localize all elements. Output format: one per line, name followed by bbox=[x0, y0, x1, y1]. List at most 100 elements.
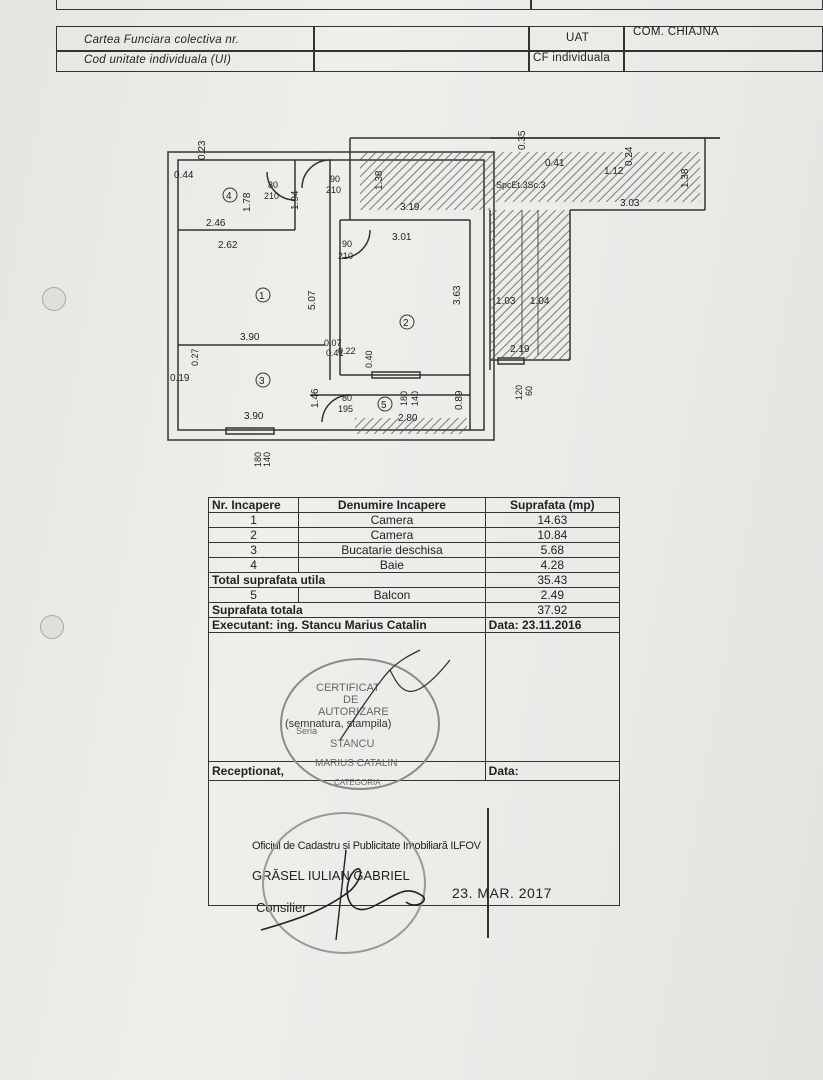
dim-label: 0.44 bbox=[174, 170, 194, 181]
dim-label: 0.22 bbox=[338, 346, 356, 356]
dim-label: 1.94 bbox=[290, 190, 301, 210]
receptionat-date-label: Data: bbox=[484, 761, 621, 781]
dim-label: 2.80 bbox=[398, 413, 418, 424]
dim-label: 210 bbox=[264, 191, 279, 201]
cf-individuala-label: CF individuala bbox=[533, 52, 611, 64]
dim-label: 0.07 bbox=[324, 338, 342, 348]
dim-label: 210 bbox=[338, 251, 353, 261]
stamp-line-7: CATEGORIA bbox=[334, 778, 381, 787]
semnatura-label: (semnatura, stampila) bbox=[285, 718, 392, 730]
dim-label: 1.38 bbox=[374, 170, 385, 190]
stamp-line-3: AUTORIZARE bbox=[318, 706, 389, 718]
dim-label: 1.78 bbox=[242, 192, 253, 212]
dim-label: 0.27 bbox=[190, 348, 200, 366]
executant-label: Executant: ing. Stancu Marius Catalin bbox=[208, 617, 486, 633]
dim-label: 90 bbox=[330, 174, 340, 184]
ocpi-stamp bbox=[262, 812, 426, 954]
stamp-line-4: Seria bbox=[296, 726, 318, 736]
dim-label: 180 bbox=[253, 452, 263, 467]
header-col-divider-2 bbox=[528, 26, 530, 72]
receptionat-signature bbox=[260, 849, 426, 941]
stair-label: SpcEt.3Sc.3 bbox=[496, 180, 546, 190]
table-row: 3 Bucatarie deschisa 5.68 bbox=[207, 542, 621, 558]
dim-label: 0.24 bbox=[624, 146, 635, 166]
row-nr: 2 bbox=[207, 527, 300, 543]
room-number-1: 1 bbox=[259, 291, 265, 302]
total-util-row: Total suprafata utila 35.43 bbox=[208, 572, 621, 588]
balcon-nr: 5 bbox=[207, 587, 300, 603]
stamp-line-2: DE bbox=[343, 694, 359, 706]
row-name: Bucatarie deschisa bbox=[298, 542, 486, 558]
top-cut-box bbox=[56, 0, 823, 10]
punch-hole-top bbox=[42, 287, 66, 311]
dim-label: 80 bbox=[342, 393, 352, 403]
table-row: 1 Camera 14.63 bbox=[207, 512, 621, 528]
cod-unitate-label: Cod unitate individuala (UI) bbox=[84, 54, 232, 66]
dim-label: 3.01 bbox=[392, 232, 412, 243]
dim-label: 0.41 bbox=[545, 158, 565, 169]
signature-row bbox=[208, 632, 621, 762]
total-util-label: Total suprafata utila bbox=[208, 572, 486, 588]
hatch-balcony bbox=[355, 418, 467, 434]
dim-label: 0.41 bbox=[326, 348, 344, 358]
room-number-2: 2 bbox=[403, 318, 409, 329]
total-util-value: 35.43 bbox=[484, 572, 621, 588]
table-row: 4 Baie 4.28 bbox=[207, 557, 621, 573]
stair-steps bbox=[521, 210, 539, 355]
balcon-area: 2.49 bbox=[484, 587, 621, 603]
floor-plan: 4 1 2 3 5 SpcEt.3Sc.3 0.44 0.23 1.78 1.9… bbox=[167, 130, 720, 467]
dim-label: 90 bbox=[342, 239, 352, 249]
dim-label: 3.03 bbox=[620, 198, 640, 209]
uat-label: UAT bbox=[566, 32, 590, 44]
dim-label: 140 bbox=[410, 391, 420, 406]
row-area: 14.63 bbox=[484, 512, 621, 528]
dim-label: 1.12 bbox=[604, 166, 624, 177]
hatch-stair-top bbox=[490, 152, 700, 202]
dim-label: 1.04 bbox=[530, 296, 550, 307]
header-denumire: Denumire Incapere bbox=[298, 497, 486, 513]
total-value: 37.92 bbox=[484, 602, 621, 618]
row-area: 10.84 bbox=[484, 527, 621, 543]
receptionat-date-stamp: 23. MAR. 2017 bbox=[452, 885, 552, 901]
dim-label: 195 bbox=[338, 404, 353, 414]
balcon-name: Balcon bbox=[298, 587, 486, 603]
row-area: 5.68 bbox=[484, 542, 621, 558]
stamp-line-5: STANCU bbox=[330, 738, 375, 750]
row-nr: 3 bbox=[207, 542, 300, 558]
dim-label: 3.19 bbox=[400, 202, 420, 213]
dim-label: 0.23 bbox=[197, 140, 208, 160]
dim-label: 0.19 bbox=[170, 373, 190, 384]
dim-label: 1.46 bbox=[310, 388, 321, 408]
dim-label: 120 bbox=[514, 385, 524, 400]
top-cut-divider bbox=[530, 0, 532, 10]
dim-label: 80 bbox=[268, 180, 278, 190]
receptionat-divider bbox=[487, 808, 489, 938]
room-markers bbox=[222, 187, 415, 412]
dim-label: 3.63 bbox=[452, 285, 463, 305]
hatch-corridor bbox=[360, 152, 490, 210]
dim-label: 3.90 bbox=[240, 332, 260, 343]
dim-label: 5.07 bbox=[307, 290, 318, 310]
row-area: 4.28 bbox=[484, 557, 621, 573]
room-number-3: 3 bbox=[259, 376, 265, 387]
row-name: Camera bbox=[298, 512, 486, 528]
dim-label: 2.19 bbox=[510, 344, 530, 355]
executant-date: Data: 23.11.2016 bbox=[484, 617, 621, 633]
hatch-stair bbox=[490, 210, 570, 360]
executant-stamp bbox=[280, 658, 440, 790]
dim-label: 0.89 bbox=[454, 390, 465, 410]
row-nr: 4 bbox=[207, 557, 300, 573]
header-row-divider bbox=[56, 50, 823, 52]
dim-label: 2.62 bbox=[218, 240, 238, 251]
balcon-row: 5 Balcon 2.49 bbox=[207, 587, 621, 603]
stamp-line-6: MARIUS CATALIN bbox=[315, 758, 398, 769]
row-name: Baie bbox=[298, 557, 486, 573]
room-number-5: 5 bbox=[381, 400, 387, 411]
dim-label: 1.38 bbox=[680, 168, 691, 188]
executant-signature bbox=[339, 649, 451, 741]
punch-hole-bottom bbox=[40, 615, 64, 639]
header-col-divider-1 bbox=[313, 26, 315, 72]
dim-label: 2.46 bbox=[206, 218, 226, 229]
table-header-row: Nr. Incapere Denumire Incapere Suprafata… bbox=[207, 497, 621, 513]
row-nr: 1 bbox=[207, 512, 300, 528]
